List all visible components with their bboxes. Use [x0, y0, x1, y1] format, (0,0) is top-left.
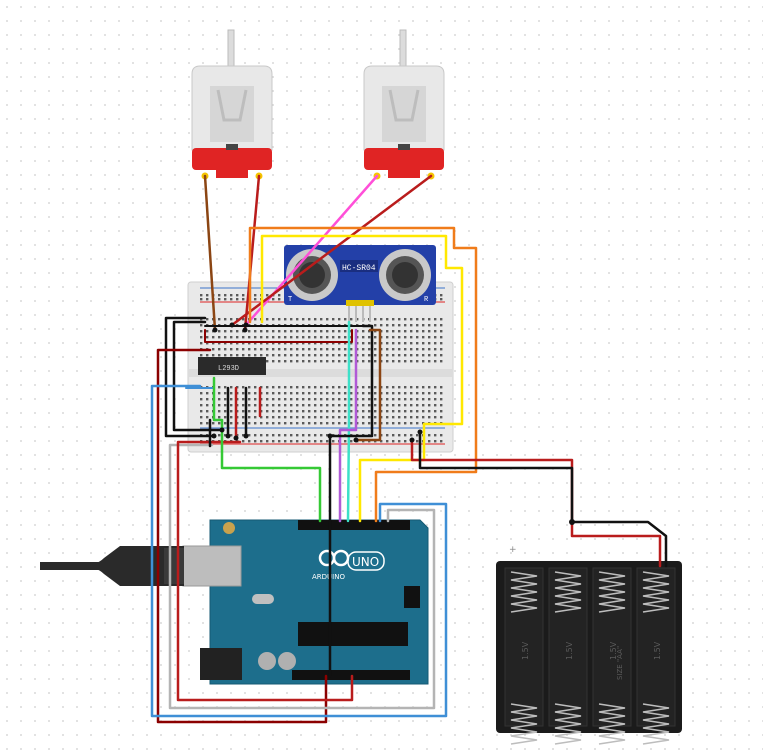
wire-red-motor-left [243, 174, 261, 332]
arduino-logo-text: ARDUINO [312, 573, 345, 581]
wire-brown-motor-left [203, 174, 217, 332]
wire-teal-sensor [346, 320, 351, 523]
battery-cell-label: 1.5V [521, 641, 530, 660]
battery-cell: 1.5V [636, 567, 676, 745]
motor-driver-chip[interactable]: L293D [198, 357, 266, 375]
wire-black-sensor [328, 324, 374, 678]
wire-blue-left [150, 384, 448, 718]
battery-cell-label: 1.5V [565, 641, 574, 660]
battery-cell: 1.5V [592, 567, 632, 745]
wire-black-left-1 [164, 316, 216, 438]
wire-darkred-row [204, 329, 353, 343]
wire-pink-motor-right [244, 174, 379, 327]
wire-black-left-2 [172, 320, 224, 432]
wire-endpoints [211, 322, 423, 443]
wire-purple-sensor [338, 328, 358, 523]
battery-pack-label: SIZE "AA" [616, 646, 624, 680]
wire-gray-left [168, 443, 436, 710]
sensor-label: HC-SR04 [342, 264, 376, 273]
usb-cable-icon [40, 546, 184, 586]
wire-red-battery [410, 438, 662, 568]
wire-green-chip [212, 376, 322, 523]
battery-cell: 1.5V [504, 567, 544, 745]
battery-cell-label: 1.5V [653, 641, 662, 660]
motor-right[interactable] [363, 29, 445, 180]
wire-darkred-left [156, 348, 328, 724]
wire-yellow-top [260, 234, 464, 523]
wire-brown-sensor [354, 328, 382, 442]
motor-left[interactable] [191, 29, 273, 180]
wire-red-motor-right [230, 174, 433, 327]
arduino-model-text: UNO [352, 555, 379, 569]
battery-plus: + [509, 545, 517, 555]
arduino-uno[interactable]: ARDUINO UNO [182, 519, 429, 685]
battery-cell: 1.5V [548, 567, 588, 745]
wire-orange-top [248, 226, 478, 523]
sensor-r-mark: R [424, 296, 429, 304]
chip-label: L293D [218, 365, 239, 373]
battery-cell-label: 1.5V [609, 641, 618, 660]
wire-black-battery [418, 430, 668, 568]
ultrasonic-sensor[interactable]: HC-SR04 T R [284, 245, 436, 322]
wires [150, 174, 668, 724]
wire-red-left [176, 440, 354, 702]
sensor-t-mark: T [288, 296, 292, 304]
